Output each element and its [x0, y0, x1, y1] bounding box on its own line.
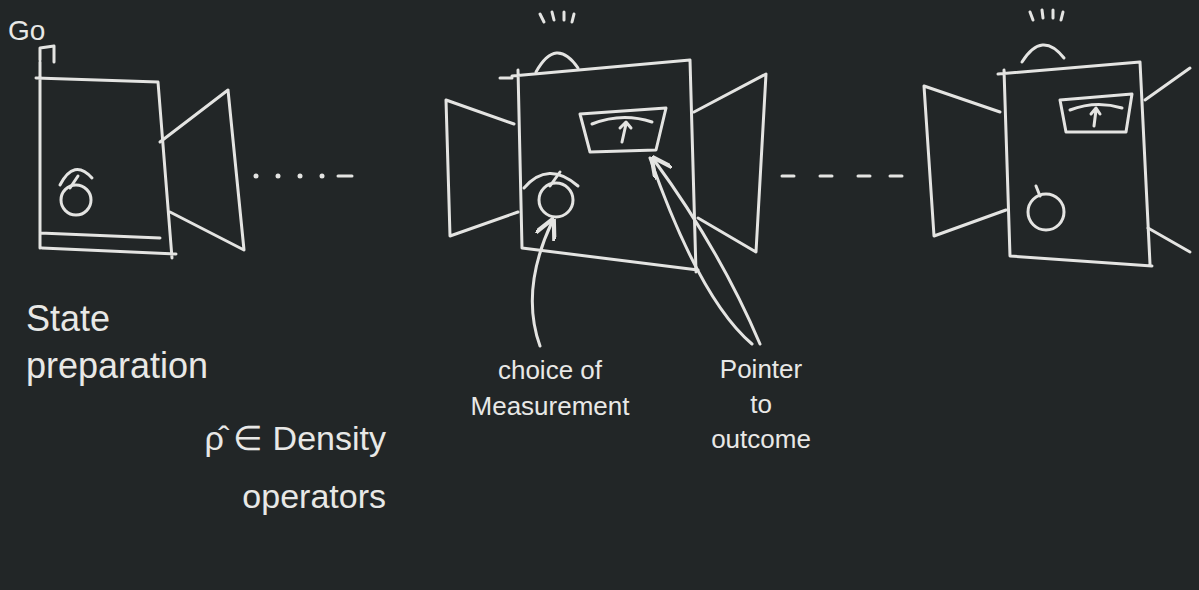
callout-label: choice of Measurement — [452, 352, 648, 425]
preparation-device — [36, 46, 244, 258]
device-caption: State preparation — [26, 296, 246, 390]
measurement-device — [924, 10, 1190, 266]
callout-label: Pointer to outcome — [708, 352, 814, 457]
measurement-device — [446, 12, 766, 272]
ellipsis-dashes — [782, 176, 902, 177]
leader-lines — [532, 158, 760, 346]
state-space-note: ρ̂ ∈ Density operators — [56, 410, 386, 526]
button-label: Go — [8, 14, 68, 48]
ellipsis-dots — [254, 174, 353, 179]
